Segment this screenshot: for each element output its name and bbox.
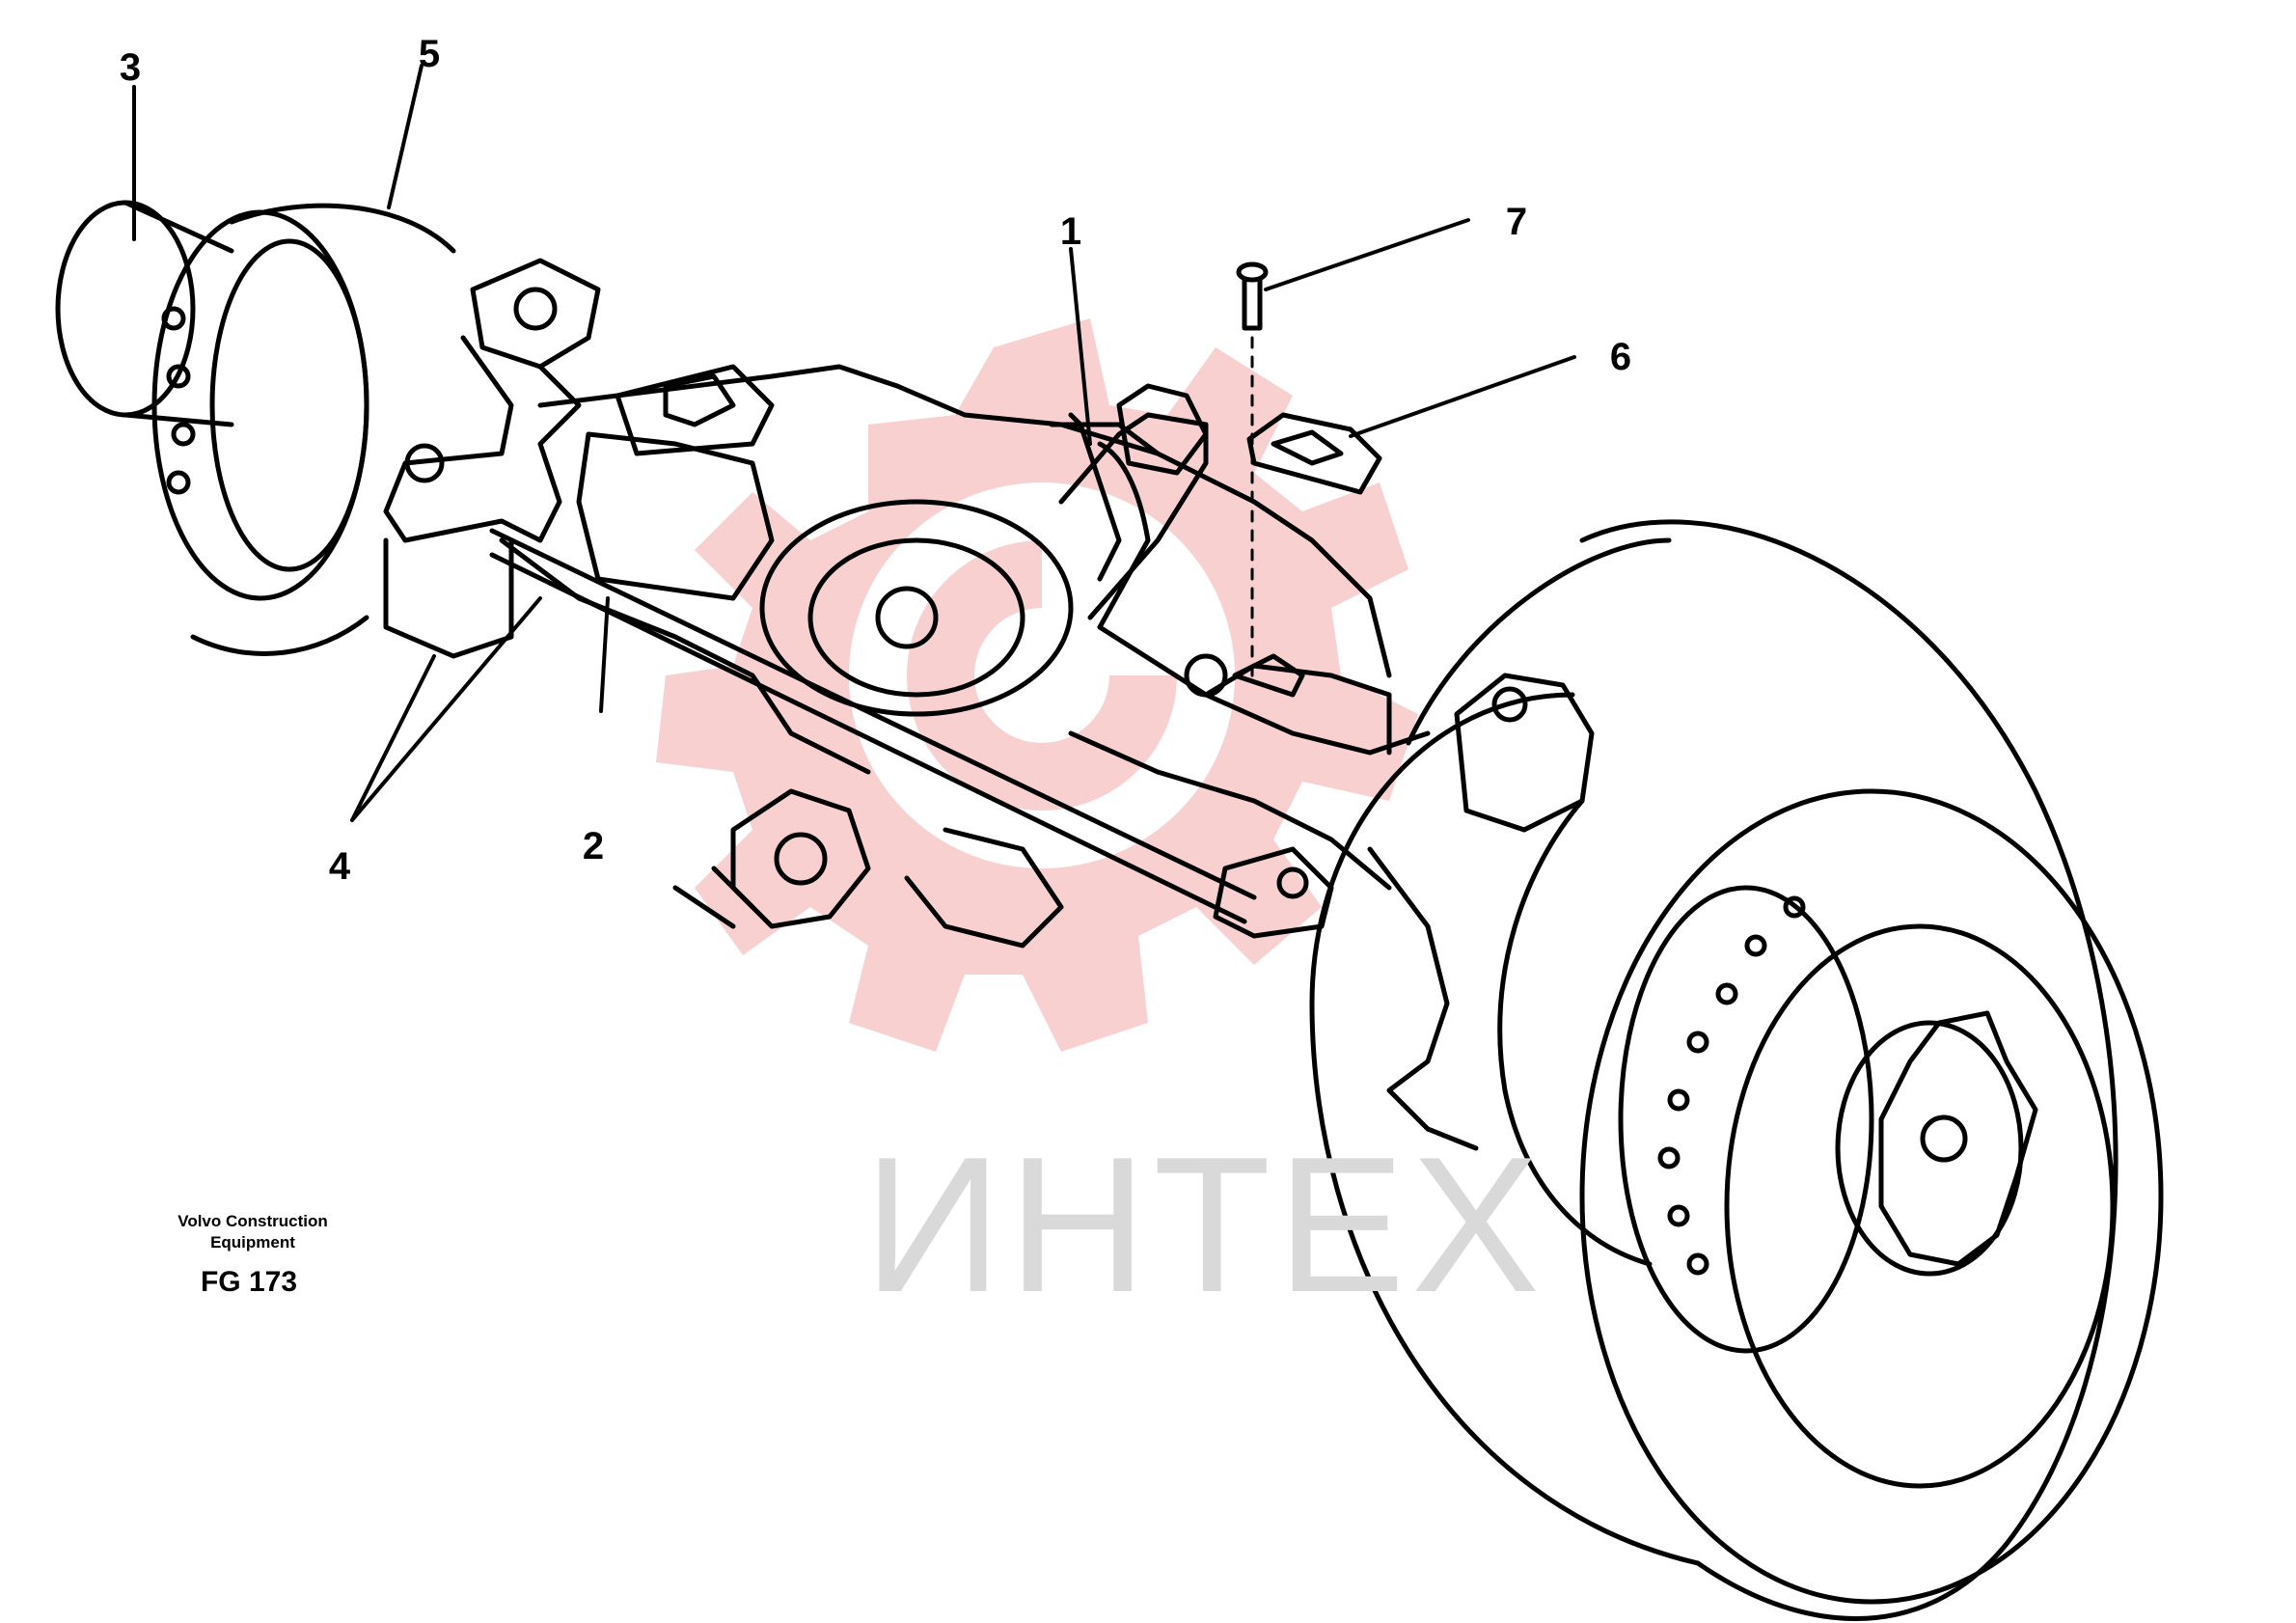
right-wheel xyxy=(1309,519,2164,1621)
tie-rod xyxy=(489,528,1334,939)
watermark-text: ИНТЕХ xyxy=(863,1117,1546,1333)
axle-bracket xyxy=(1049,383,1209,582)
callout-4: 4 xyxy=(328,845,351,888)
leader-lines xyxy=(132,64,1576,822)
callout-2: 2 xyxy=(582,825,605,867)
axle-housing xyxy=(499,364,1595,1151)
watermark-gear-icon xyxy=(656,318,1418,1052)
callout-6: 6 xyxy=(1609,336,1632,378)
mounting-bolt xyxy=(1236,261,1269,677)
callout-3: 3 xyxy=(119,46,142,89)
caption-line-1: Volvo Construction xyxy=(178,1212,328,1230)
caption-brand: Volvo Construction Equipment xyxy=(178,1211,328,1253)
caption-line-2: Equipment xyxy=(210,1233,295,1252)
mounting-plate xyxy=(1246,412,1382,495)
figure-code: FG 173 xyxy=(200,1266,298,1298)
callout-7: 7 xyxy=(1505,201,1528,243)
callout-5: 5 xyxy=(418,33,441,75)
left-hub-drum xyxy=(55,200,456,656)
callout-1: 1 xyxy=(1059,210,1082,253)
left-steering-knuckle xyxy=(383,258,601,659)
